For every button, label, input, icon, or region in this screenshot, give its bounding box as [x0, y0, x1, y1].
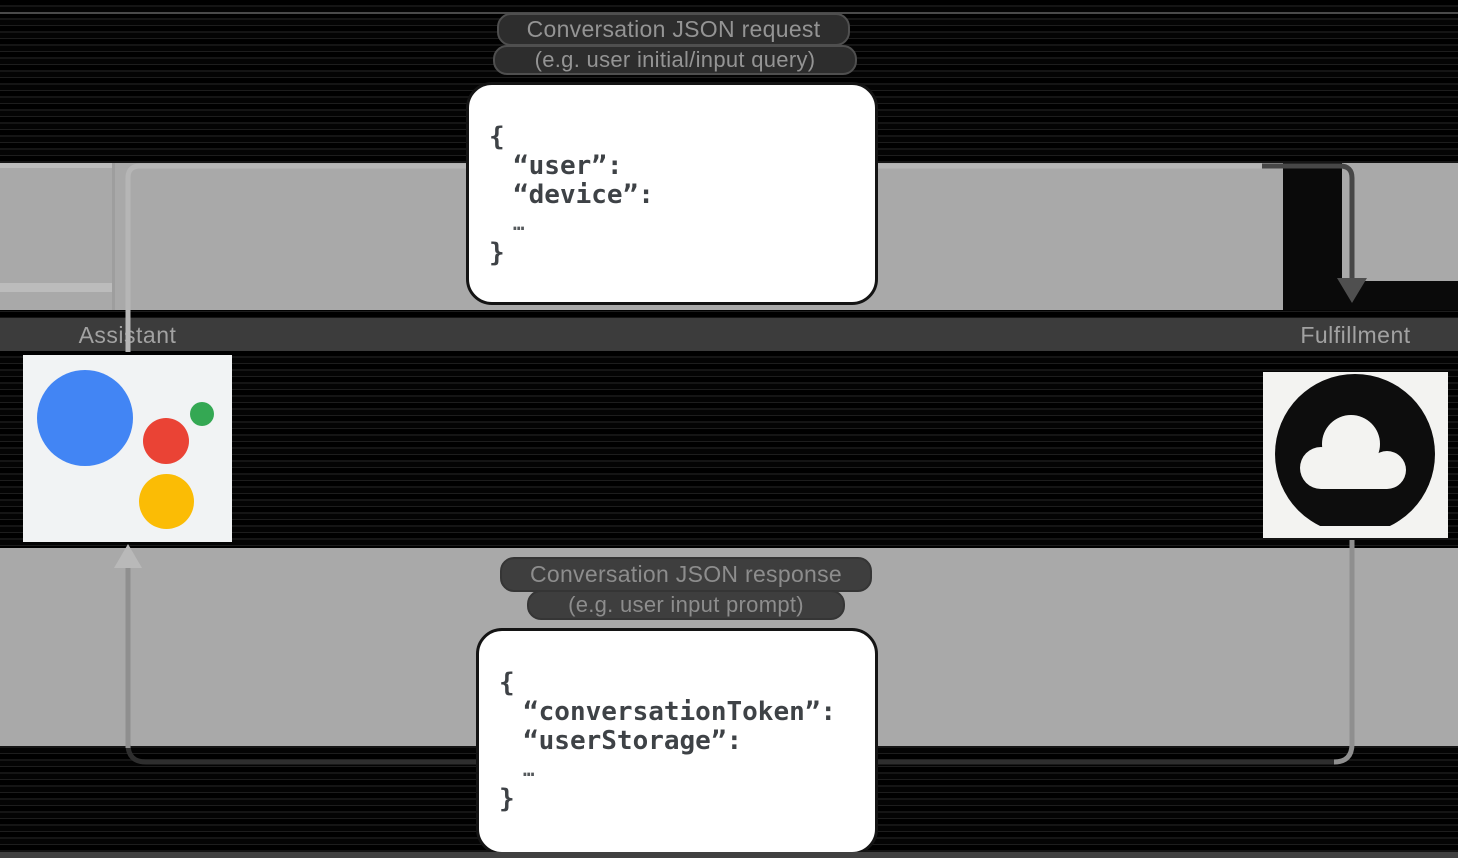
response-title: Conversation JSON response [500, 557, 872, 592]
code-line: } [499, 784, 515, 814]
code-line: } [489, 238, 505, 268]
code-line: “device”: [513, 180, 654, 210]
band-seam [112, 163, 115, 310]
assistant-green-circle [190, 402, 214, 426]
response-subtitle: (e.g. user input prompt) [527, 590, 845, 620]
request-json-code: { “user”: “device”: … } [469, 85, 875, 268]
response-json-code: { “conversationToken”: “userStorage”: … … [479, 631, 875, 814]
band-edge-highlight [0, 163, 113, 168]
code-line: { [489, 122, 505, 152]
request-json-box: { “user”: “device”: … } [466, 82, 878, 305]
code-line: “conversationToken”: [523, 697, 837, 727]
band-black-notch [1342, 281, 1458, 310]
assistant-yellow-circle [139, 474, 194, 529]
assistant-node [23, 355, 232, 542]
bottom-divider-line [0, 852, 1458, 858]
code-line: … [523, 759, 535, 781]
cloud-icon [1275, 374, 1435, 526]
code-line: “userStorage”: [523, 726, 743, 756]
request-subtitle: (e.g. user initial/input query) [493, 45, 857, 75]
band-edge-highlight [0, 283, 113, 292]
assistant-blue-circle [37, 370, 133, 466]
assistant-red-circle [143, 418, 189, 464]
assistant-label: Assistant [78, 322, 177, 348]
code-line: “user”: [513, 151, 623, 181]
band-black-notch [1283, 163, 1342, 310]
code-line: … [513, 213, 525, 235]
fulfillment-label: Fulfillment [1300, 322, 1411, 348]
request-title: Conversation JSON request [497, 13, 850, 46]
code-line: { [499, 668, 515, 698]
response-json-box: { “conversationToken”: “userStorage”: … … [476, 628, 878, 855]
fulfillment-node [1263, 372, 1448, 538]
